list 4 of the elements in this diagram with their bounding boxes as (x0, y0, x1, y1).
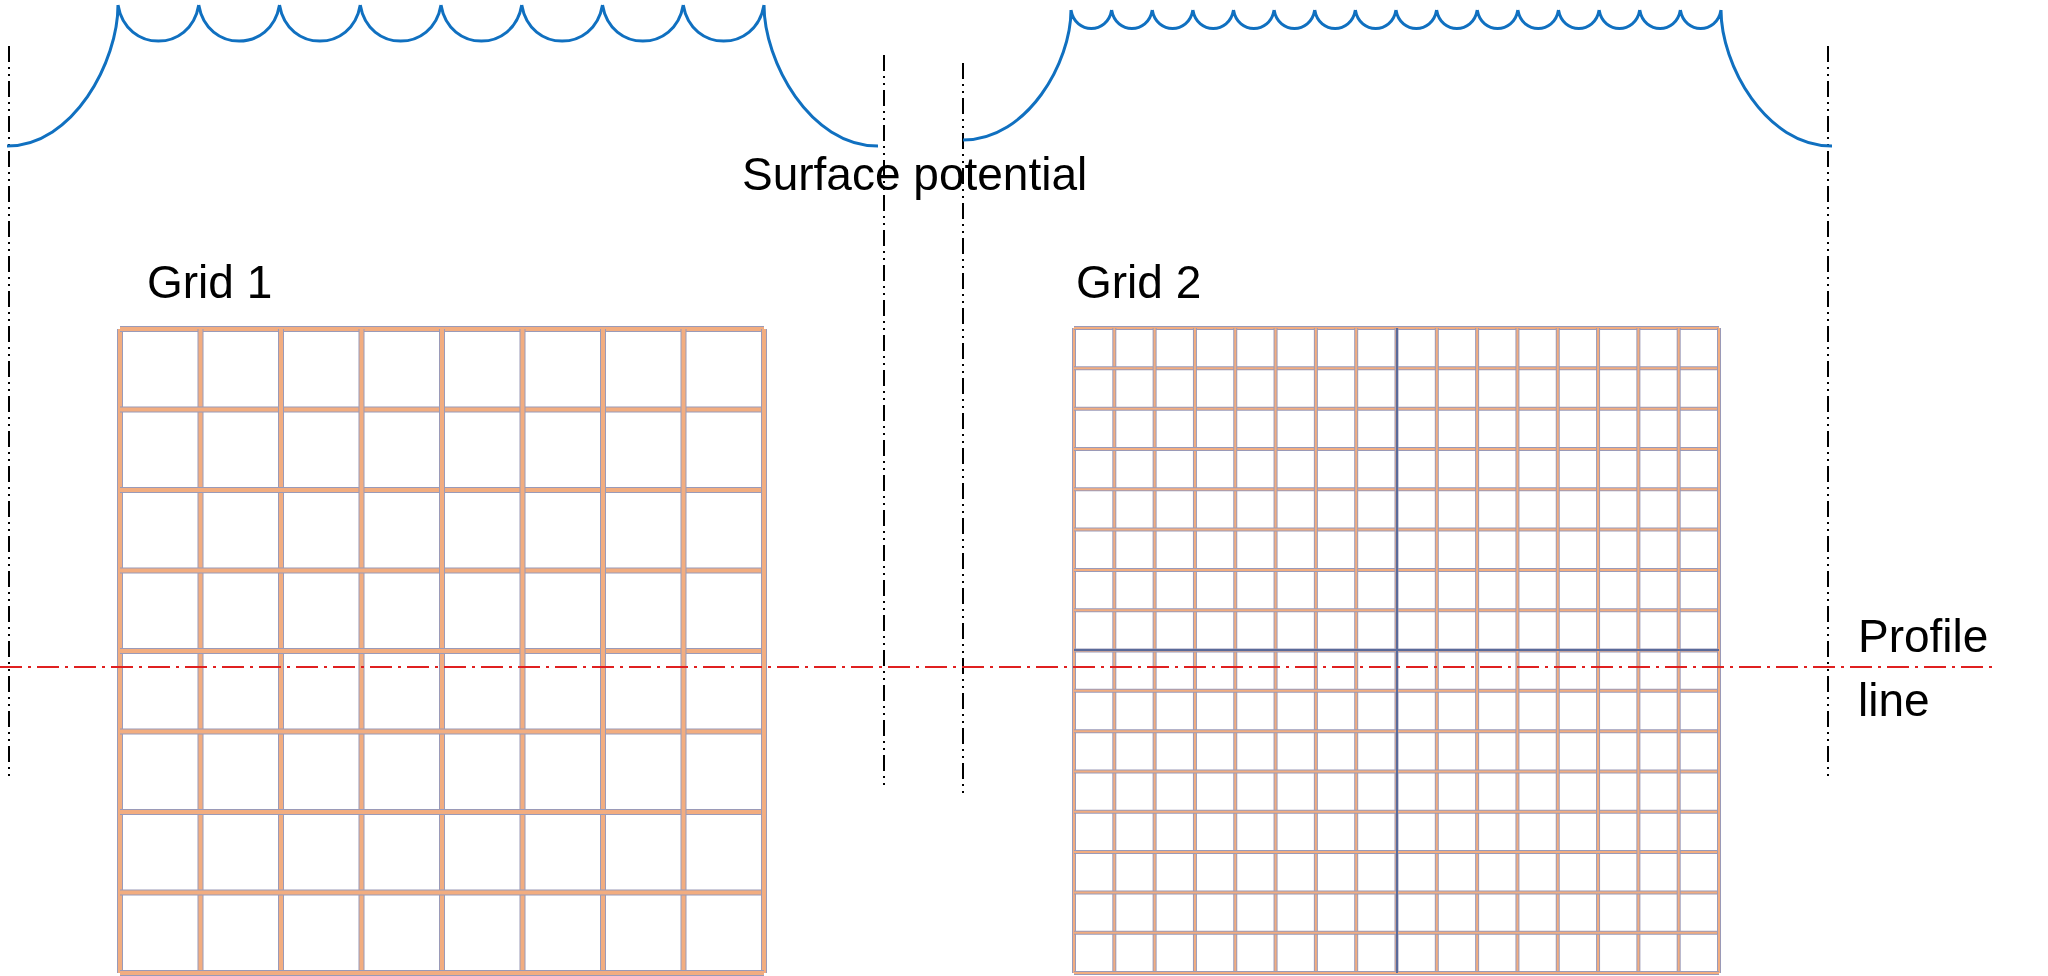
label-text: Grid 2 (1076, 255, 1202, 310)
label-text: Profile line (1858, 609, 1990, 729)
label-text: Grid 1 (147, 255, 273, 310)
label-text: Surface potential (742, 147, 1088, 202)
